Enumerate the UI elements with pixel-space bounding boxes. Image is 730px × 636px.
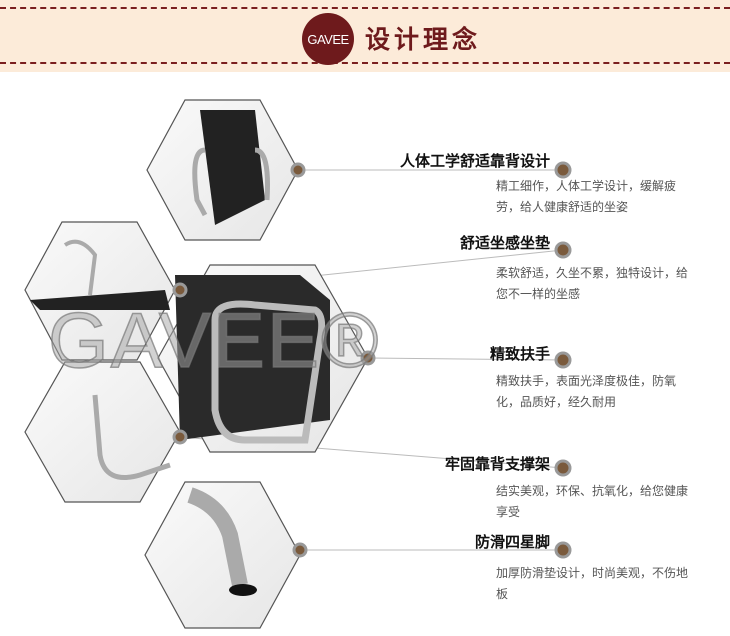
feature-title: 人体工学舒适靠背设计: [399, 152, 550, 170]
hex-seat: [24, 221, 176, 361]
feature-title: 精致扶手: [489, 345, 550, 363]
feature-title: 防滑四星脚: [474, 533, 550, 551]
header-band: [0, 0, 730, 72]
feature-desc: 柔软舒适，久坐不累，独特设计，给您不一样的坐感: [496, 266, 689, 301]
hex-frame: [24, 361, 181, 503]
watermark: GAVEE®: [47, 295, 381, 385]
feature-desc: 结实美观，环保、抗氧化，给您健康享受: [496, 484, 689, 519]
feature-title: 舒适坐感坐垫: [459, 234, 550, 252]
feature-desc: 加厚防滑垫设计，时尚美观，不伤地板: [496, 566, 689, 601]
section-title: 设计理念: [365, 25, 482, 54]
feature-desc: 精致扶手，表面光泽度极佳，防氧化，品质好，经久耐用: [496, 374, 677, 409]
brand-logo: GAVEE: [302, 13, 354, 65]
hex-base: [144, 481, 301, 629]
divider: [0, 62, 730, 64]
feature-desc: 精工细作，人体工学设计，缓解疲劳，给人健康舒适的坐姿: [496, 179, 677, 214]
feature-title: 牢固靠背支撑架: [444, 455, 550, 473]
divider: [0, 7, 730, 9]
